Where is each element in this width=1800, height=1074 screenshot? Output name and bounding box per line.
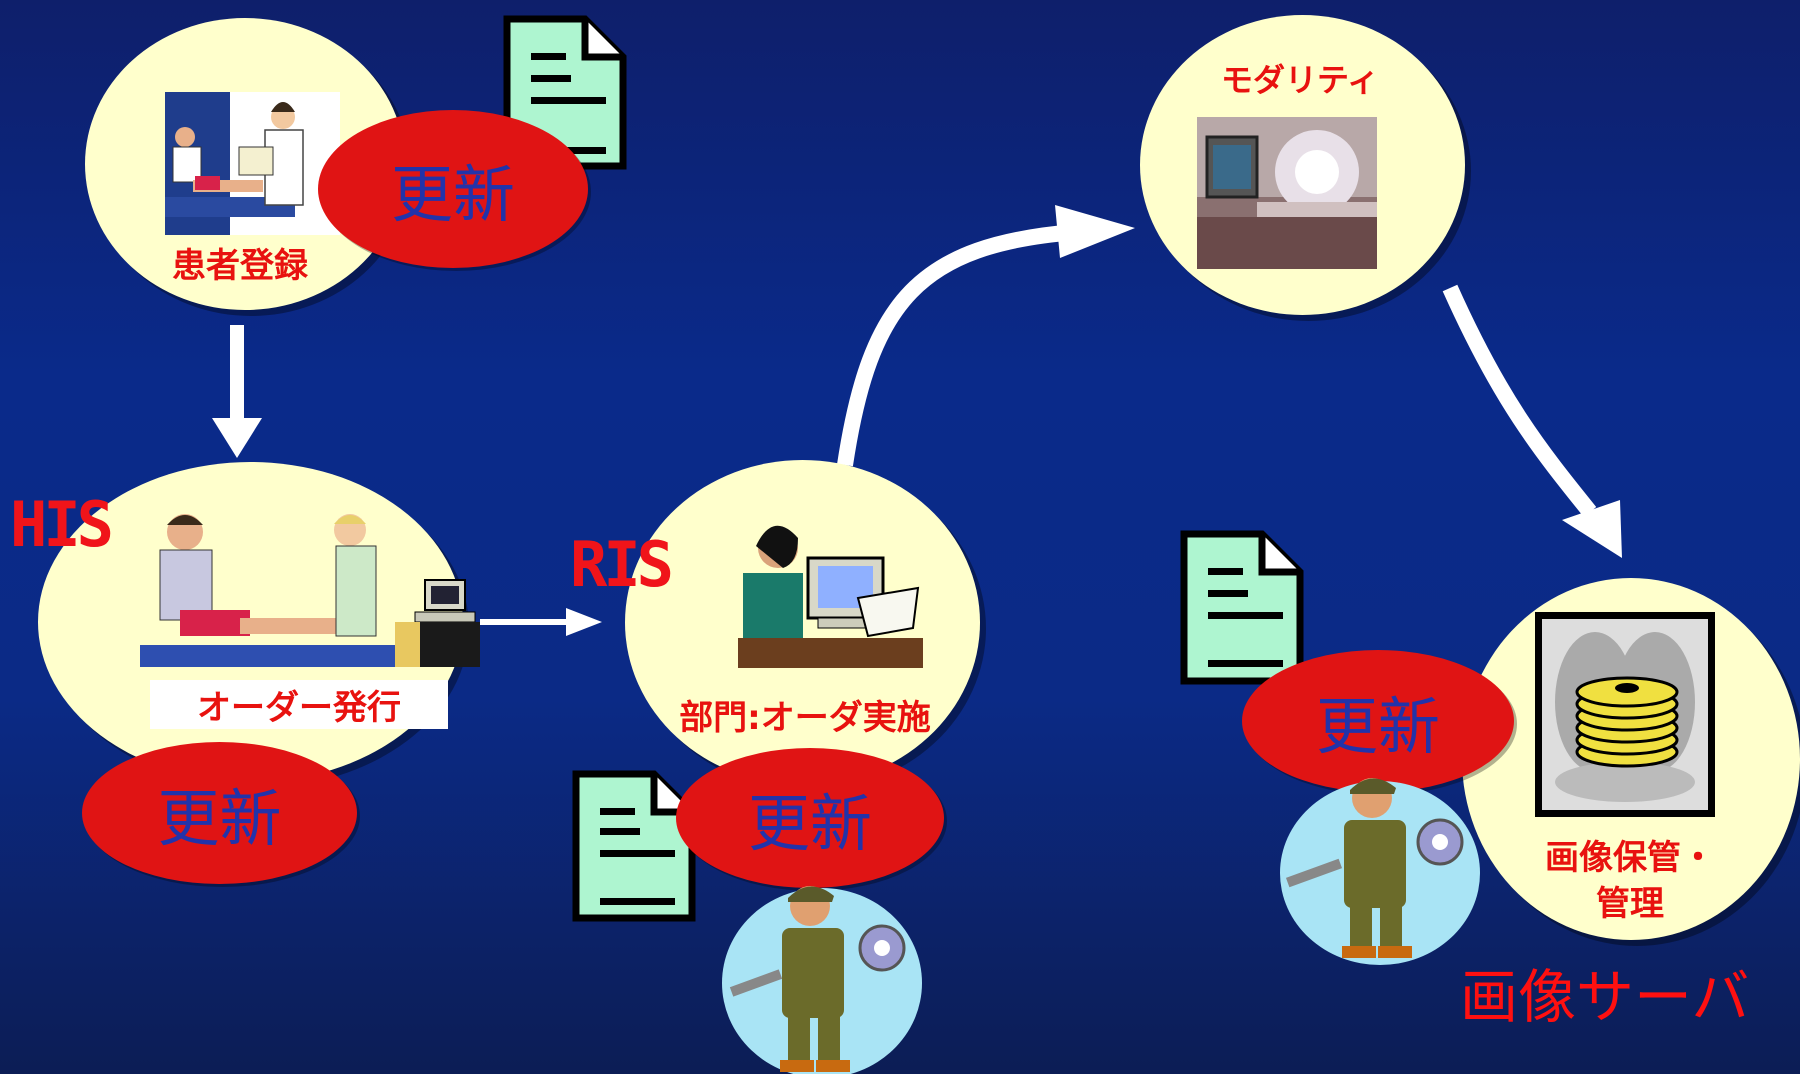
system-label-his: HIS [10,488,114,561]
ct-scanner-illustration [1197,117,1377,269]
patient-exam-illustration [165,92,340,235]
label-image-storage-line1: 画像保管・ [1545,838,1715,878]
update-bubble-registration: 更新 [318,110,588,268]
order-exam-illustration [140,514,480,667]
update-bubble-order: 更新 [82,742,357,884]
label-modality: モダリティ [1220,61,1380,99]
document-icon [572,770,696,922]
document-icon [1180,530,1304,685]
mechanic-illustration [722,886,922,1074]
label-image-storage-line2: 管理 [1596,884,1664,924]
mechanic-illustration [1280,778,1480,965]
department-worker-illustration [738,525,923,668]
xray-storage-illustration [1535,612,1715,817]
label-order-issue: オーダー発行 [150,680,448,729]
label-patient-registration: 患者登録 [172,246,308,286]
system-label-ris: RIS [570,528,674,601]
update-bubble-storage: 更新 [1242,650,1514,792]
update-bubble-department: 更新 [676,748,944,888]
label-department: 部門:オーダ実施 [679,698,931,738]
system-label-image-server: 画像サーバ [1460,963,1750,1031]
